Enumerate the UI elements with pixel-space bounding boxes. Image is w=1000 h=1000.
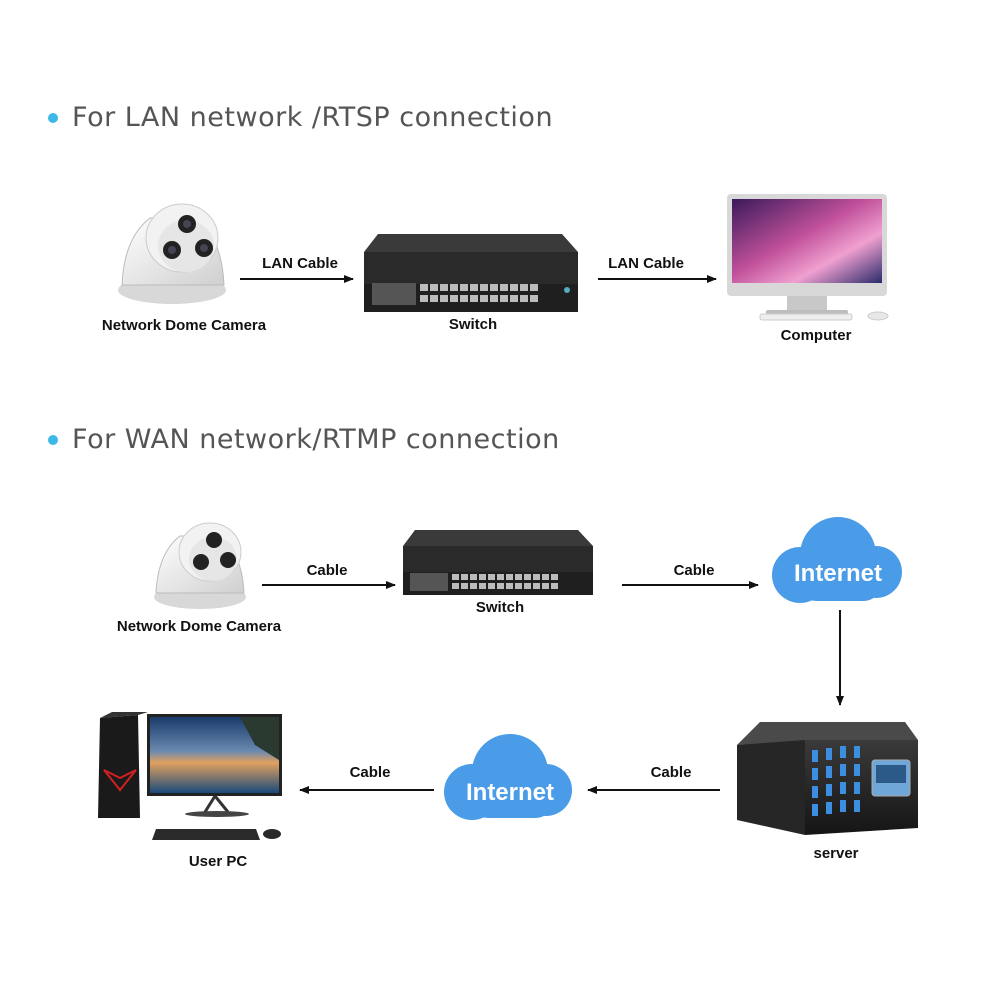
bullet-icon <box>48 112 58 123</box>
network-switch-icon <box>364 234 578 312</box>
lan-title-text: For LAN network /RTSP connection <box>72 102 554 133</box>
internet-cloud-icon: Internet <box>444 734 572 820</box>
bullet-icon <box>48 434 58 445</box>
server-rack-icon <box>737 722 918 835</box>
desktop-computer-icon <box>727 194 889 321</box>
dome-camera-icon <box>154 522 246 609</box>
dome-camera-icon <box>118 203 226 304</box>
internet-cloud-icon: Internet <box>772 517 902 603</box>
wan-cable-label-2: Cable <box>673 562 715 579</box>
user-pc-icon <box>98 712 282 840</box>
wan-section-title: For WAN network/RTMP connection <box>48 424 560 455</box>
lan-section-title: For LAN network /RTSP connection <box>48 102 553 133</box>
wan-server-label: server <box>813 845 859 862</box>
wan-title-text: For WAN network/RTMP connection <box>72 424 560 455</box>
lan-switch-label: Switch <box>448 316 498 333</box>
wan-camera-label: Network Dome Camera <box>116 618 282 635</box>
lan-cable-label-1: LAN Cable <box>262 255 338 272</box>
cloud-text: Internet <box>466 779 554 806</box>
wan-cable-label-3: Cable <box>650 764 692 781</box>
network-switch-icon <box>403 530 593 595</box>
cloud-text: Internet <box>794 560 882 587</box>
wan-switch-label: Switch <box>475 599 525 616</box>
lan-camera-label: Network Dome Camera <box>101 317 267 334</box>
lan-computer-label: Computer <box>780 327 852 344</box>
wan-userpc-label: User PC <box>188 853 248 870</box>
lan-cable-label-2: LAN Cable <box>608 255 684 272</box>
wan-cable-label-1: Cable <box>306 562 348 579</box>
wan-cable-label-4: Cable <box>349 764 391 781</box>
